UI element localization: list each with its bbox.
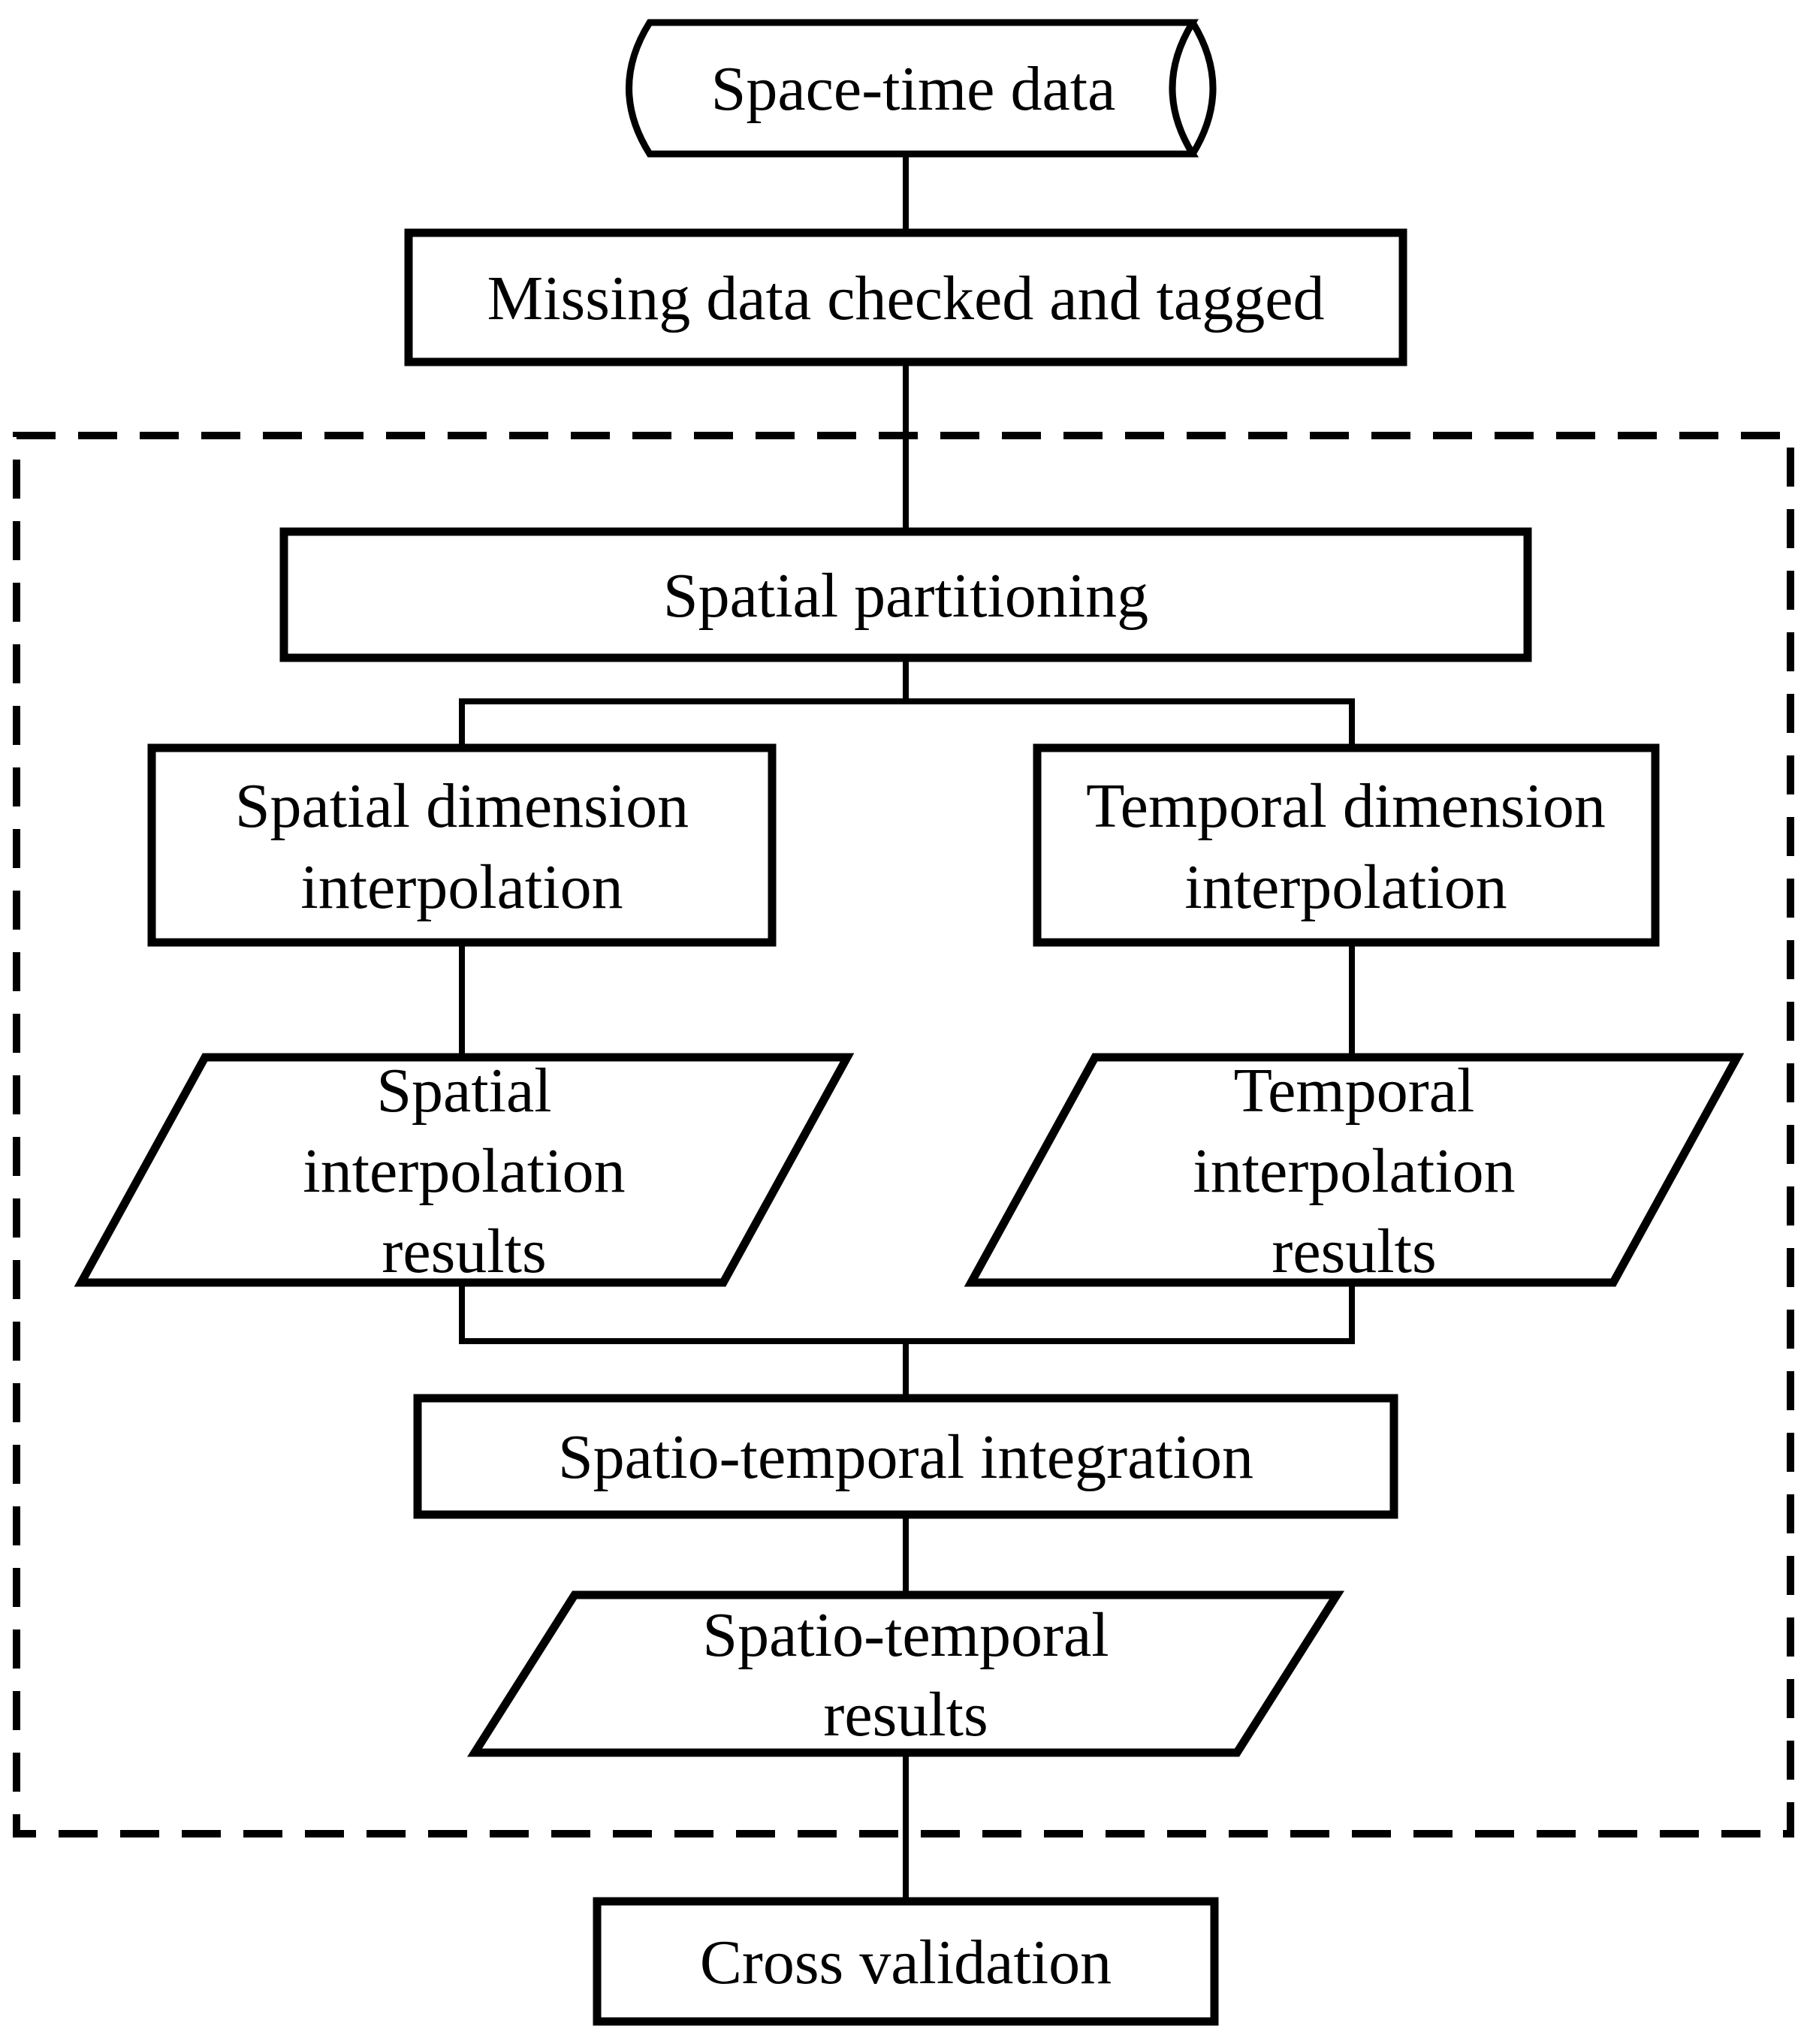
node-spatial-interpolation-results: Spatial interpolation results (74, 1053, 855, 1287)
spatial-partitioning-box (279, 527, 1532, 662)
edge-results-merge-bar (459, 1280, 1355, 1344)
missing-data-label: Missing data checked and tagged (487, 264, 1325, 333)
spatial-partitioning-label: Spatial partitioning (663, 561, 1148, 631)
spatio-temporal-results-line1: Spatio-temporal (702, 1600, 1109, 1670)
temporal-interpolation-results-line2: interpolation (1193, 1136, 1515, 1206)
spatio-temporal-integration-label: Spatio-temporal integration (558, 1422, 1253, 1492)
cross-validation-label: Cross validation (700, 1928, 1112, 1997)
cylinder-end-ellipse (1190, 20, 1217, 156)
spatial-dimension-interpolation-box (147, 743, 777, 947)
cylinder-shape (626, 19, 1199, 158)
spatial-interpolation-results-line3: results (382, 1216, 546, 1286)
spatio-temporal-integration-box (413, 1394, 1398, 1519)
temporal-dimension-interpolation-line2: interpolation (1184, 852, 1507, 922)
temporal-dimension-interpolation-line1: Temporal dimension (1086, 771, 1606, 841)
spatial-interpolation-results-line1: Spatial (376, 1056, 551, 1126)
spatial-interpolation-results-parallelogram (74, 1053, 855, 1287)
node-temporal-dimension-interpolation: Temporal dimension interpolation (1033, 743, 1660, 947)
node-cross-validation: Cross validation (593, 1897, 1219, 2026)
edge-partitioning-branch-bar (459, 698, 1355, 751)
spatio-temporal-results-parallelogram (467, 1590, 1344, 1757)
temporal-interpolation-results-line3: results (1272, 1216, 1436, 1286)
temporal-interpolation-results-line1: Temporal (1234, 1056, 1475, 1126)
missing-data-box (404, 228, 1407, 366)
spatial-dimension-interpolation-line2: interpolation (300, 852, 623, 922)
node-spatial-dimension-interpolation: Spatial dimension interpolation (147, 743, 777, 947)
node-temporal-interpolation-results: Temporal interpolation results (964, 1053, 1745, 1287)
cross-validation-box (593, 1897, 1219, 2026)
spatial-dimension-interpolation-line1: Spatial dimension (235, 771, 689, 841)
node-spatial-partitioning: Spatial partitioning (279, 527, 1532, 662)
node-spatio-temporal-results: Spatio-temporal results (467, 1590, 1344, 1757)
node-missing-data: Missing data checked and tagged (404, 228, 1407, 366)
temporal-dimension-interpolation-box (1033, 743, 1660, 947)
node-space-time-data: Space-time data (626, 19, 1217, 158)
node-spatio-temporal-integration: Spatio-temporal integration (413, 1394, 1398, 1519)
temporal-interpolation-results-parallelogram (964, 1053, 1745, 1287)
spatio-temporal-results-line2: results (823, 1680, 988, 1750)
spatial-interpolation-results-line2: interpolation (303, 1136, 625, 1206)
space-time-data-label: Space-time data (711, 54, 1116, 124)
